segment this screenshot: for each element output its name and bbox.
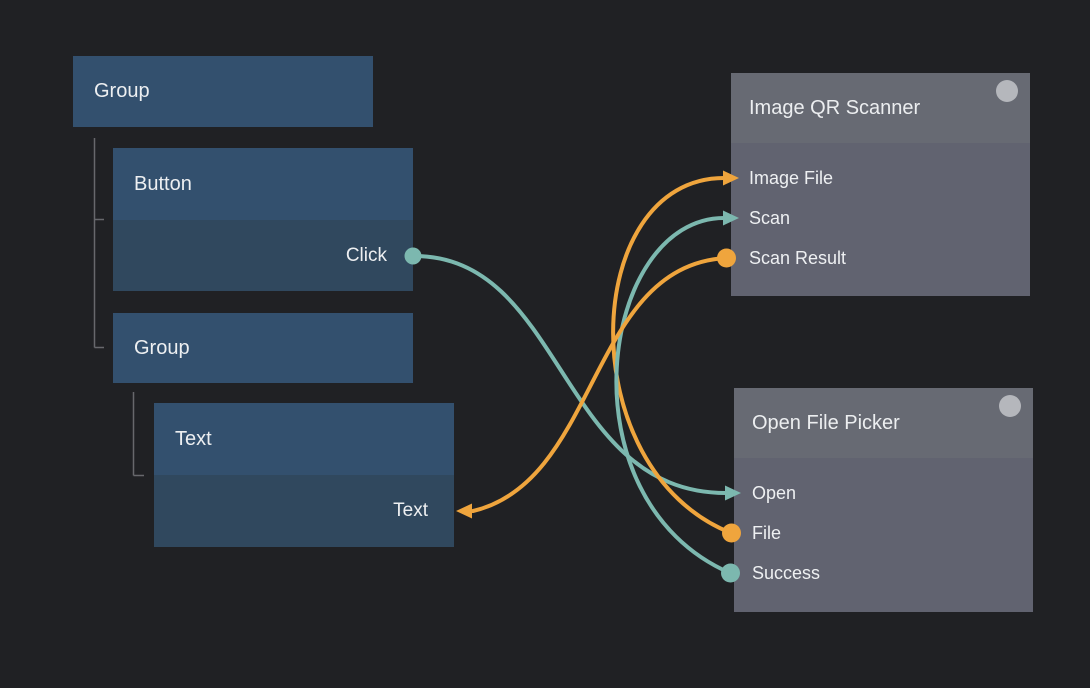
port-image-file-label: Image File: [749, 167, 834, 188]
port-success[interactable]: Success: [734, 553, 1033, 593]
port-open[interactable]: Open: [734, 473, 1033, 513]
node-status-dot: [996, 80, 1018, 102]
group-node-outer-label: Group: [94, 80, 150, 102]
text-input-port-row[interactable]: Text: [154, 475, 454, 547]
port-success-label: Success: [752, 562, 821, 583]
open-file-picker-node[interactable]: Open File Picker Open File Success: [734, 388, 1033, 612]
wire-file-to-image-file[interactable]: [611, 176, 733, 535]
port-scan-result-label: Scan Result: [749, 247, 847, 268]
port-file-label: File: [752, 522, 782, 543]
image-qr-scanner-node[interactable]: Image QR Scanner Image File Scan Scan Re…: [731, 73, 1030, 296]
group-node-inner[interactable]: Group: [113, 313, 413, 383]
port-scan-result[interactable]: Scan Result: [731, 238, 1030, 278]
port-image-file[interactable]: Image File: [731, 158, 1030, 198]
button-click-port-label: Click: [345, 244, 387, 266]
port-scan-label: Scan: [749, 207, 791, 228]
tree-connector-inner: [132, 392, 144, 477]
button-click-port-row[interactable]: Click: [113, 220, 413, 291]
wire-success-to-scan[interactable]: [614, 216, 732, 575]
wire-click-to-open[interactable]: [412, 254, 728, 495]
wire-scan-result-to-text[interactable]: [471, 256, 728, 513]
port-scan[interactable]: Scan: [731, 198, 1030, 238]
open-file-picker-title: Open File Picker: [752, 411, 900, 434]
text-input-arrow-icon[interactable]: [456, 503, 472, 519]
group-node-inner-label: Group: [134, 336, 190, 359]
text-node-label: Text: [175, 427, 212, 450]
button-node-label: Button: [134, 172, 192, 195]
port-open-label: Open: [752, 482, 797, 503]
tree-connector-outer: [93, 138, 104, 349]
group-node-outer[interactable]: Group: [73, 56, 373, 127]
button-node[interactable]: Button Click: [113, 148, 413, 291]
text-node[interactable]: Text Text: [154, 403, 454, 547]
node-status-dot: [999, 395, 1021, 417]
text-input-port-label: Text: [393, 500, 428, 521]
port-file[interactable]: File: [734, 513, 1033, 553]
image-qr-scanner-title: Image QR Scanner: [749, 96, 921, 119]
